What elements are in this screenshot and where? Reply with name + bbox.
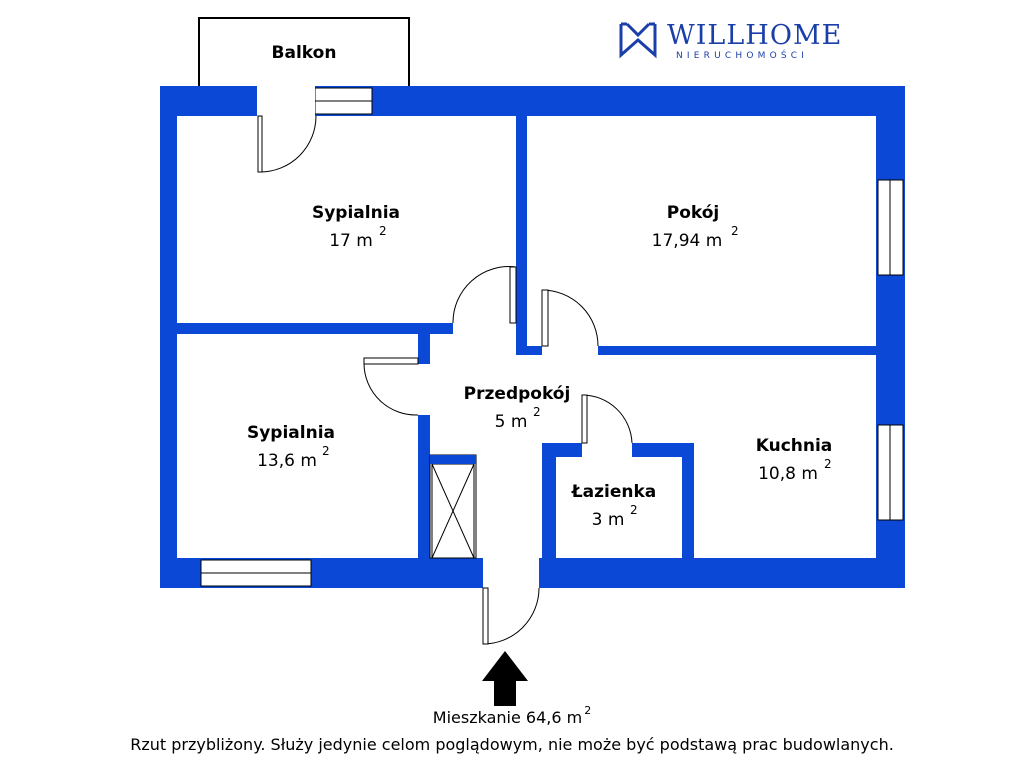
wardrobe xyxy=(429,454,477,559)
room-bathroom: Łazienka 3 m 2 xyxy=(571,482,657,530)
room-area: 5 m xyxy=(495,412,528,432)
room-name: Sypialnia xyxy=(247,423,335,443)
logo-subtitle: NIERUCHOMOŚCI xyxy=(676,49,808,61)
room-area: 17 m xyxy=(329,231,373,251)
room-area: 13,6 m xyxy=(257,451,317,471)
walls xyxy=(160,86,905,588)
room-area-sup: 2 xyxy=(322,444,330,458)
room-hallway: Przedpokój 5 m 2 xyxy=(464,384,571,432)
total-area-text: Mieszkanie 64,6 m xyxy=(432,708,583,727)
logo-name: WILLHOME xyxy=(667,20,842,51)
room-name: Przedpokój xyxy=(464,384,571,404)
room-area: 3 m xyxy=(592,510,625,530)
room-area: 17,94 m xyxy=(652,231,723,251)
balcony-label: Balkon xyxy=(272,43,337,63)
room-bedroom-top: Sypialnia 17 m 2 xyxy=(312,203,400,251)
room-area: 10,8 m xyxy=(758,464,818,484)
room-name: Łazienka xyxy=(571,482,657,502)
room-area-sup: 2 xyxy=(824,457,832,471)
room-living-room: Pokój 17,94 m 2 xyxy=(652,203,739,251)
room-area-sup: 2 xyxy=(630,503,638,517)
disclaimer: Rzut przybliżony. Służy jedynie celom po… xyxy=(130,735,894,754)
room-area-sup: 2 xyxy=(379,224,387,238)
room-name: Kuchnia xyxy=(756,436,833,456)
willhome-logo-icon xyxy=(619,22,657,59)
room-kitchen: Kuchnia 10,8 m 2 xyxy=(756,436,833,484)
total-area-sup: 2 xyxy=(584,704,592,717)
doors xyxy=(257,115,633,645)
windows xyxy=(200,87,904,587)
arrow-up-icon xyxy=(482,651,528,706)
logo: WILLHOME NIERUCHOMOŚCI xyxy=(619,20,842,61)
room-area-sup: 2 xyxy=(731,224,739,238)
room-name: Pokój xyxy=(667,203,720,223)
room-name: Sypialnia xyxy=(312,203,400,223)
room-bedroom-bottom: Sypialnia 13,6 m 2 xyxy=(247,423,335,471)
door-openings xyxy=(257,86,632,588)
room-area-sup: 2 xyxy=(533,405,541,419)
